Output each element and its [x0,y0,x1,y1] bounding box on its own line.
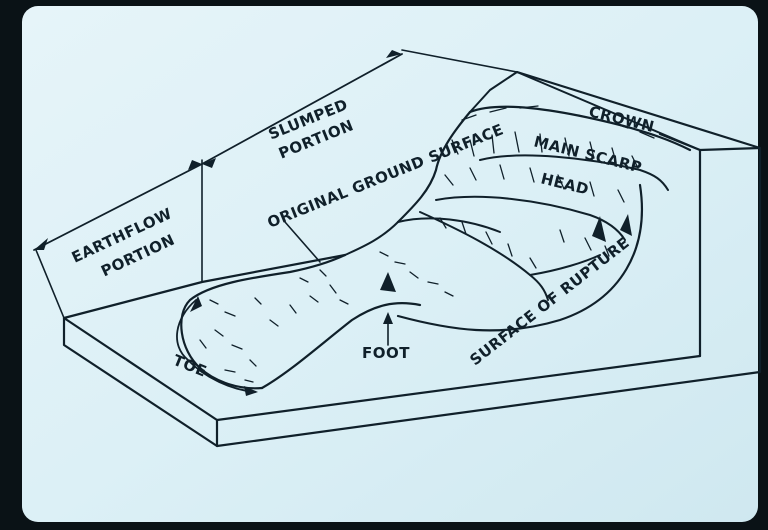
slide-background [22,6,758,522]
slump-body [180,105,692,390]
foot-label: FOOT [362,344,410,362]
dimension-lines [33,49,518,396]
